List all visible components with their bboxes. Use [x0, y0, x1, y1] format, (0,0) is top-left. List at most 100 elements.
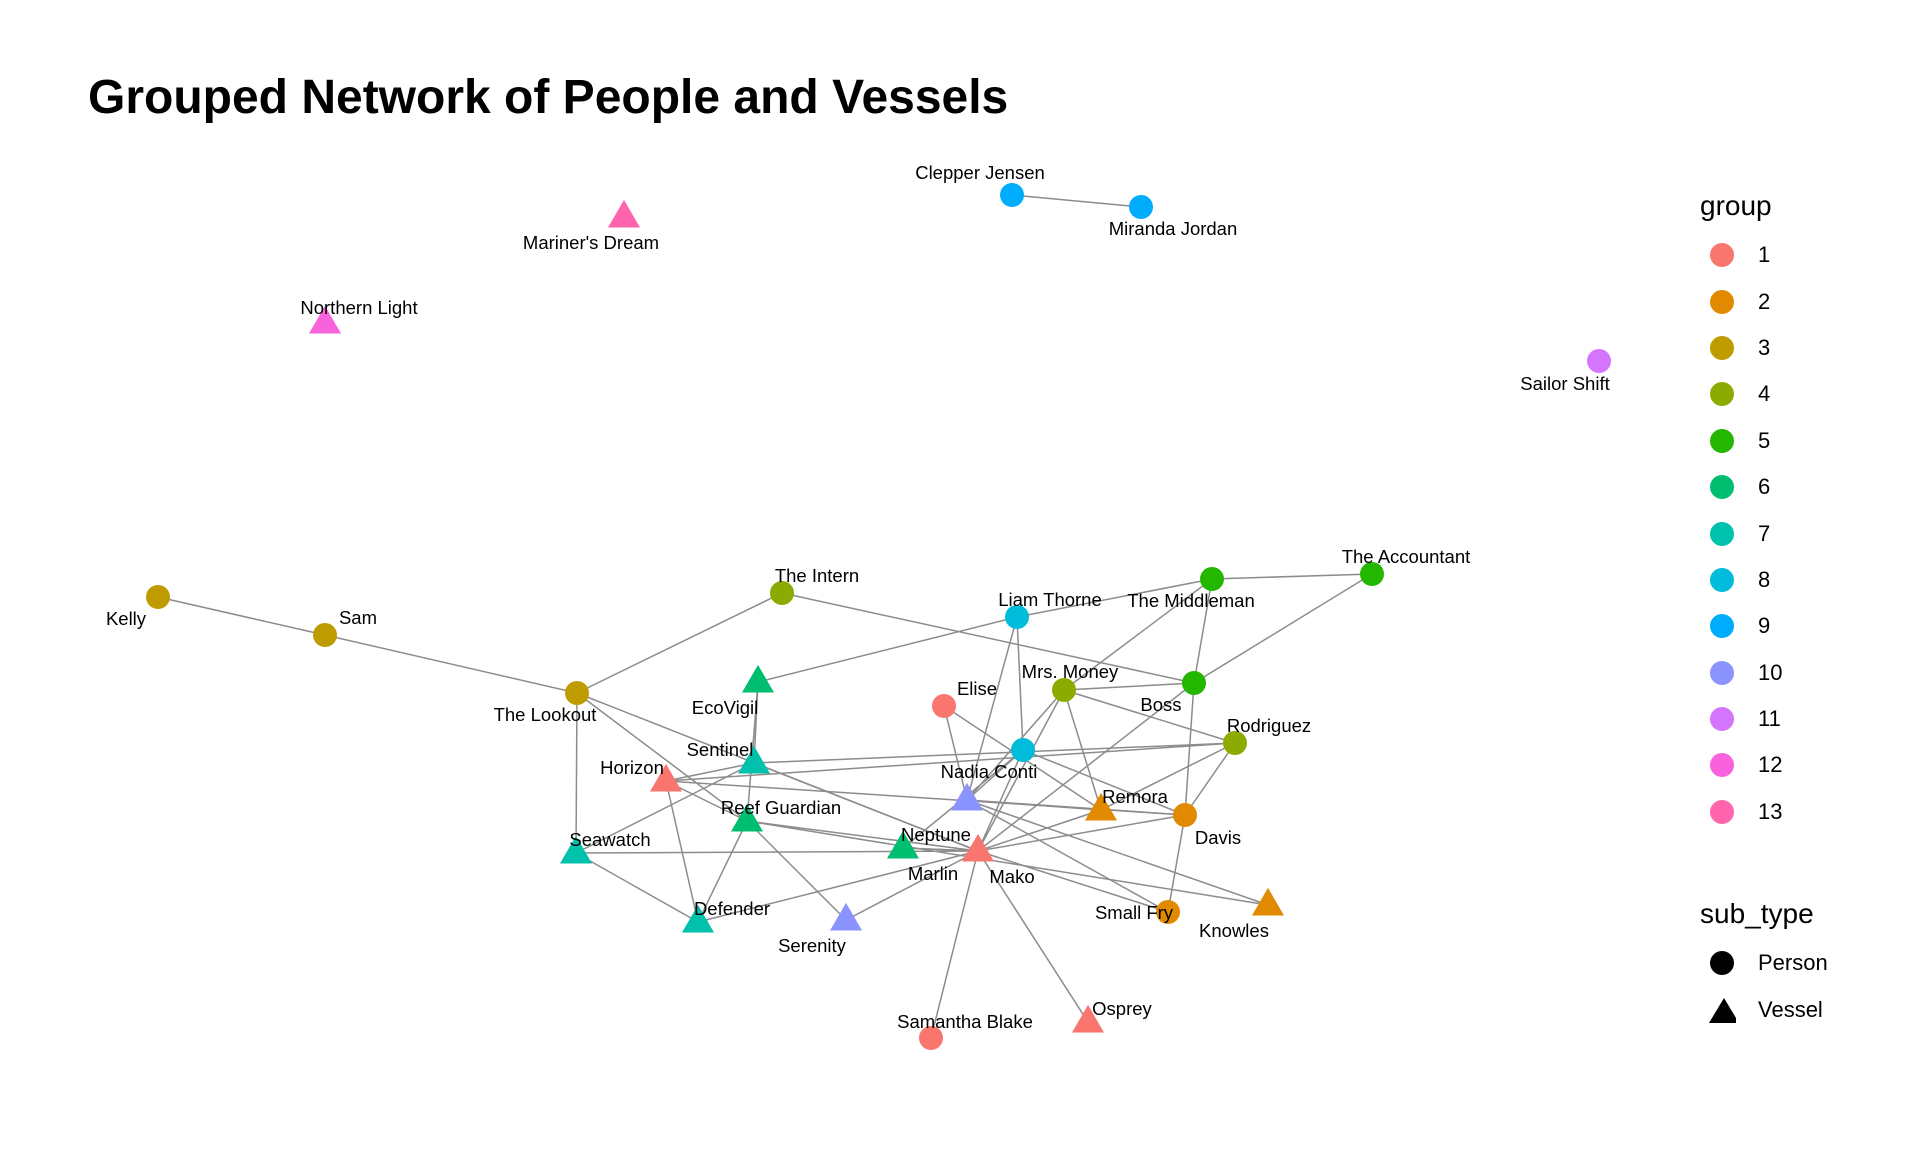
legend-subtype-item-person: Person	[1700, 940, 1900, 986]
node-rodriguez	[1223, 731, 1247, 755]
edge-mako-neptune	[902, 847, 979, 852]
edge-liam-thorne-marlin	[966, 616, 1018, 801]
legend-group-swatch-10	[1708, 659, 1736, 687]
legend-group-item-4: 4	[1700, 371, 1900, 417]
legend-group-item-8: 8	[1700, 557, 1900, 603]
node-miranda-jordan	[1129, 195, 1153, 219]
node-the-accountant	[1360, 562, 1384, 586]
edge-mako-defender	[697, 850, 979, 923]
node-label-davis: Davis	[1195, 827, 1241, 848]
legend-group-label-7: 7	[1758, 520, 1771, 546]
legend-group-swatch-8	[1708, 566, 1736, 594]
node-label-ecovigil: EcoVigil	[692, 697, 759, 718]
legend-group-label-5: 5	[1758, 427, 1771, 453]
edge-mako-serenity	[845, 850, 979, 921]
edge-davis-small-fry	[1167, 814, 1186, 913]
node-reef-guardian	[731, 803, 763, 832]
legend-subtype-swatch-vessel	[1708, 996, 1736, 1024]
legend-subtype-title: sub_type	[1700, 898, 1814, 929]
legend-group-item-5: 5	[1700, 418, 1900, 464]
legend-group-label-6: 6	[1758, 474, 1771, 500]
legend-subtype-item-vessel: Vessel	[1700, 986, 1900, 1032]
node-label-kelly: Kelly	[106, 608, 147, 629]
edge-mako-small-fry	[977, 850, 1169, 913]
edge-liam-thorne-ecovigil	[757, 616, 1018, 683]
node-sam	[313, 623, 337, 647]
node-osprey	[1072, 1004, 1104, 1033]
node-label-neptune: Neptune	[901, 824, 971, 845]
legend-subtype-swatch-person	[1708, 949, 1736, 977]
edge-sentinel-seawatch	[575, 762, 755, 854]
edge-mako-osprey	[977, 850, 1089, 1023]
node-knowles	[1252, 887, 1284, 916]
edge-mrs-money-boss	[1063, 682, 1195, 691]
node-small-fry	[1156, 900, 1180, 924]
edge-mako-nadia-conti	[977, 749, 1024, 852]
edge-the-middleman-liam-thorne	[1016, 578, 1213, 618]
node-label-samantha-blake: Samantha Blake	[897, 1011, 1033, 1032]
edge-mako-davis	[977, 814, 1186, 852]
edge-mrs-money-mako	[977, 689, 1065, 852]
legend-group-label-1: 1	[1758, 242, 1771, 268]
node-sailor-shift	[1587, 349, 1611, 373]
node-neptune	[887, 830, 919, 859]
edge-sentinel-mako	[753, 762, 979, 852]
node-label-the-accountant: The Accountant	[1342, 546, 1471, 567]
legend-group-item-12: 12	[1700, 742, 1900, 788]
legend-group-item-13: 13	[1700, 789, 1900, 835]
edge-the-middleman-the-accountant	[1211, 573, 1373, 580]
node-label-knowles: Knowles	[1199, 920, 1269, 941]
edge-boss-davis	[1184, 682, 1195, 816]
node-label-northern-light: Northern Light	[300, 297, 417, 318]
legend-group-swatch-2	[1708, 288, 1736, 316]
legend-group-label-12: 12	[1758, 752, 1783, 778]
legend-group-swatch-12	[1708, 751, 1736, 779]
node-label-osprey: Osprey	[1092, 998, 1152, 1019]
legend-group-item-9: 9	[1700, 603, 1900, 649]
legend-group-label-8: 8	[1758, 566, 1771, 592]
node-the-lookout	[565, 681, 589, 705]
node-ecovigil	[742, 664, 774, 693]
node-label-rodriguez: Rodriguez	[1227, 715, 1311, 736]
node-remora	[1085, 792, 1117, 821]
node-label-small-fry: Small Fry	[1095, 902, 1174, 923]
legend-group-swatch-4	[1708, 380, 1736, 408]
node-label-miranda-jordan: Miranda Jordan	[1109, 218, 1238, 239]
node-label-clepper-jensen: Clepper Jensen	[915, 162, 1045, 183]
edge-sentinel-rodriguez	[753, 742, 1236, 764]
node-label-the-lookout: The Lookout	[494, 704, 597, 725]
edge-nadia-conti-davis	[1022, 749, 1186, 816]
node-label-sailor-shift: Sailor Shift	[1520, 373, 1609, 394]
nodes-layer	[146, 183, 1611, 1050]
node-label-mariner-s-dream: Mariner's Dream	[523, 232, 659, 253]
legend-group-item-1: 1	[1700, 232, 1900, 278]
edge-sam-the-lookout	[324, 634, 578, 694]
edge-seawatch-mako	[575, 850, 979, 854]
legend-group-swatch-1	[1708, 241, 1736, 269]
edge-the-lookout-reef-guardian	[576, 692, 748, 822]
edge-the-intern-boss	[781, 592, 1195, 684]
node-label-reef-guardian: Reef Guardian	[721, 797, 841, 818]
edge-reef-guardian-defender	[697, 820, 748, 923]
legend-group-label-3: 3	[1758, 334, 1771, 360]
legend-group-label-13: 13	[1758, 798, 1783, 824]
node-label-remora: Remora	[1102, 786, 1169, 807]
legend-group-item-3: 3	[1700, 325, 1900, 371]
node-nadia-conti	[1011, 738, 1035, 762]
edge-reef-guardian-serenity	[746, 820, 847, 921]
node-davis	[1173, 803, 1197, 827]
node-horizon	[650, 763, 682, 792]
legend-group-title: group	[1700, 190, 1772, 221]
node-mako	[962, 833, 994, 862]
edge-marlin-small-fry	[966, 799, 1169, 913]
edge-sentinel-horizon	[665, 762, 755, 782]
node-label-horizon: Horizon	[600, 757, 664, 778]
node-label-the-intern: The Intern	[775, 565, 859, 586]
edge-marlin-knowles	[966, 799, 1269, 906]
legend-group-swatch-11	[1708, 705, 1736, 733]
edge-marlin-davis	[966, 799, 1186, 816]
node-boss	[1182, 671, 1206, 695]
edge-the-lookout-seawatch	[575, 692, 578, 854]
